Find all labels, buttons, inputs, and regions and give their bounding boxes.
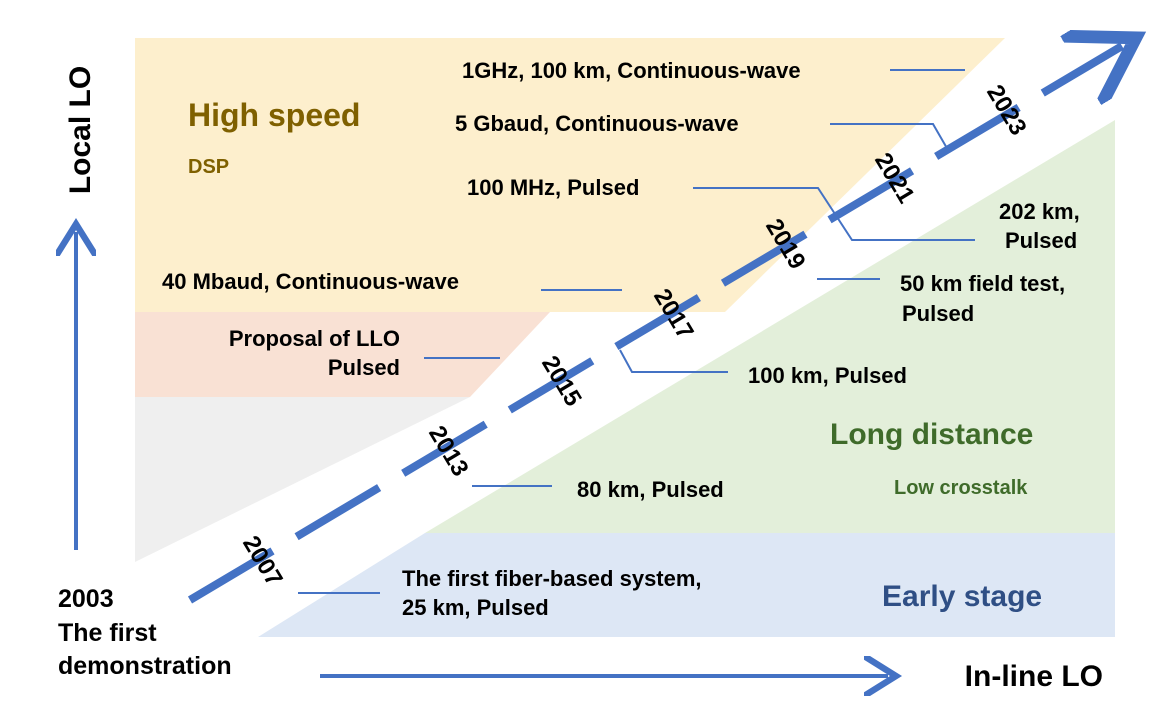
year-2007: 2007: [237, 531, 288, 591]
connector-lines: [298, 69, 975, 594]
milestone-2023: 1GHz, 100 km, Continuous-wave: [462, 58, 801, 83]
llo-region: [135, 312, 550, 397]
x-axis-label: In-line LO: [965, 660, 1103, 693]
connector-2017b: [619, 349, 728, 373]
high-speed-subtitle: DSP: [188, 156, 229, 178]
milestone-2019c-line1: 50 km field test,: [900, 271, 1065, 296]
milestone-2007-line2: 25 km, Pulsed: [402, 595, 549, 620]
milestone-2017b: 100 km, Pulsed: [748, 363, 907, 388]
milestone-labels: 1GHz, 100 km, Continuous-wave 5 Gbaud, C…: [162, 58, 1080, 620]
long-distance-region: [425, 120, 1115, 533]
y-axis-label: Local LO: [64, 66, 97, 194]
early-stage-title: Early stage: [882, 580, 1042, 613]
year-2021: 2021: [869, 148, 920, 208]
year-2015: 2015: [536, 351, 587, 411]
high-speed-title: High speed: [188, 97, 360, 133]
milestone-2017a: 40 Mbaud, Continuous-wave: [162, 269, 459, 294]
milestone-2015-line2: Pulsed: [328, 355, 400, 380]
milestone-2021: 5 Gbaud, Continuous-wave: [455, 111, 739, 136]
long-distance-subtitle: Low crosstalk: [894, 477, 1028, 499]
timeline-arrow: [187, 46, 1122, 604]
connector-2019a: [693, 187, 975, 241]
year-2013: 2013: [423, 421, 474, 481]
year-2023: 2023: [981, 80, 1032, 140]
milestone-2013: 80 km, Pulsed: [577, 477, 724, 502]
milestone-2019b-line2: Pulsed: [1005, 228, 1077, 253]
origin-line3: demonstration: [58, 652, 232, 680]
milestone-2019b-line1: 202 km,: [999, 199, 1080, 224]
early-region-grey: [135, 397, 470, 562]
long-distance-title: Long distance: [830, 418, 1033, 451]
milestone-2019a: 100 MHz, Pulsed: [467, 175, 639, 200]
milestone-2019c-line2: Pulsed: [902, 301, 974, 326]
connector-2021: [830, 123, 949, 151]
milestone-2007-line1: The first fiber-based system,: [402, 566, 702, 591]
origin-line2: The first: [58, 619, 157, 647]
origin-year: 2003: [58, 585, 114, 613]
milestone-2015-line1: Proposal of LLO: [229, 326, 400, 351]
early-stage-region: [258, 533, 1115, 637]
